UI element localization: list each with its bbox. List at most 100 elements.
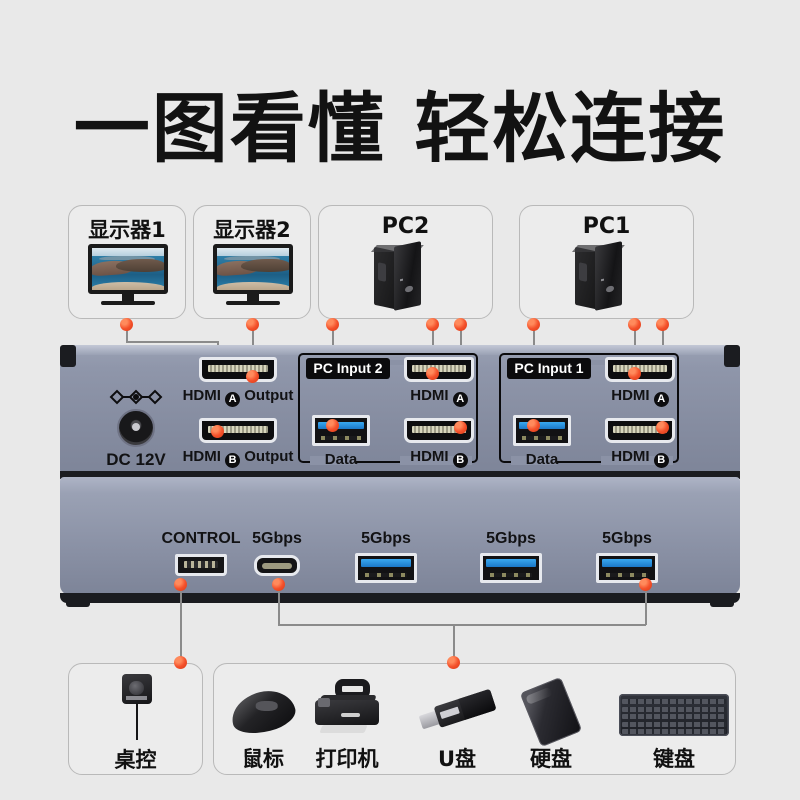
usb-a-port-icon[interactable] — [513, 415, 571, 446]
source-box-monitor1[interactable]: 显示器1 — [68, 205, 186, 319]
connector-dot — [426, 318, 439, 331]
connector-dot — [120, 318, 133, 331]
connector-dot — [326, 318, 339, 331]
hdmi-b-output-suffix: Output — [244, 448, 294, 465]
hdmi-b-output-label: HDMI B Output — [178, 448, 298, 468]
pc-input-2-group — [298, 353, 478, 463]
connector-dot — [426, 367, 439, 380]
dc-power-label: DC 12V — [106, 450, 166, 469]
peripheral-box-control[interactable]: 桌控 — [68, 663, 203, 775]
connector-dot — [527, 419, 540, 432]
device-corner — [724, 345, 740, 367]
hdmi-port-icon[interactable] — [199, 418, 277, 443]
hdmi-a-output-label: HDMI A Output — [178, 387, 298, 407]
connector-dot — [527, 318, 540, 331]
hdmi-port-icon[interactable] — [404, 357, 474, 382]
desktop-tower-icon — [371, 241, 438, 312]
pc-input-2-hdmi-a-prefix: HDMI — [410, 387, 449, 404]
connector-line — [278, 624, 646, 626]
printer-icon — [311, 678, 383, 734]
connector-line — [126, 341, 218, 343]
device-base-shadow — [60, 593, 740, 603]
monitor-icon — [88, 244, 168, 310]
connector-dot — [454, 421, 467, 434]
connector-dot — [246, 370, 259, 383]
pc-input-1-group — [499, 353, 679, 463]
marker-a: A — [225, 392, 241, 407]
keyboard-icon — [619, 694, 729, 736]
pc-input-1-hdmi-a-prefix: HDMI — [611, 387, 650, 404]
device-corner — [60, 345, 76, 367]
connector-dot — [174, 578, 187, 591]
source-box-monitor2[interactable]: 显示器2 — [193, 205, 311, 319]
connector-line — [278, 584, 280, 625]
group-border-mask — [601, 456, 673, 465]
connector-dot — [656, 318, 669, 331]
usb-c-port-icon[interactable] — [254, 555, 300, 576]
monitor-icon — [213, 244, 293, 310]
group-border-mask — [310, 456, 356, 465]
marker-a: A — [452, 392, 468, 407]
pc-input-1-badge: PC Input 1 — [507, 358, 591, 379]
peripheral-label-control: 桌控 — [114, 748, 157, 772]
connector-dot — [326, 419, 339, 432]
connector-dot — [656, 421, 669, 434]
dc-barrel-jack-icon[interactable] — [117, 409, 155, 447]
connector-line — [126, 325, 128, 341]
connector-dot — [628, 318, 641, 331]
pc-input-1-hdmi-b-label: HDMI B — [597, 448, 683, 468]
source-box-pc1[interactable]: PC1 — [519, 205, 694, 319]
connector-dot — [639, 578, 652, 591]
usb-a-port-icon[interactable] — [312, 415, 370, 446]
group-border-mask — [400, 456, 472, 465]
pc-input-2-hdmi-b-label: HDMI B — [396, 448, 482, 468]
peripheral-label-keyboard: 键盘 — [653, 747, 695, 771]
hdmi-b-output-prefix: HDMI — [182, 448, 221, 465]
polarity-symbol-icon — [109, 389, 163, 405]
device-foot — [66, 597, 90, 607]
page-title: 一图看懂 轻松连接 — [73, 84, 727, 173]
desk-controller-icon — [113, 674, 161, 740]
control-port-label: CONTROL — [161, 530, 241, 547]
pc-input-1-hdmi-a-label: HDMI A — [597, 387, 683, 407]
desktop-tower-icon — [572, 241, 639, 312]
source-label-pc1: PC1 — [582, 214, 631, 239]
peripheral-label-mouse: 鼠标 — [242, 747, 284, 771]
connector-dot — [211, 425, 224, 438]
source-label-monitor2: 显示器2 — [213, 218, 291, 242]
usb-a-port-label-2: 5Gbps — [486, 530, 536, 547]
connector-dot — [246, 318, 259, 331]
mini-usb-port-icon[interactable] — [175, 554, 227, 576]
connector-dot — [272, 578, 285, 591]
group-border-mask — [511, 456, 557, 465]
hdmi-a-output-prefix: HDMI — [182, 387, 221, 404]
usb-a-port-icon[interactable] — [355, 553, 417, 583]
pc-input-2-data-label: Data — [324, 451, 358, 468]
marker-b: B — [452, 453, 468, 468]
peripheral-label-hard-drive: 硬盘 — [530, 747, 572, 771]
connector-line — [453, 624, 455, 662]
connector-line — [645, 584, 647, 625]
marker-a: A — [653, 392, 669, 407]
hdmi-a-output-suffix: Output — [244, 387, 294, 404]
pc-input-2-hdmi-b-prefix: HDMI — [410, 448, 449, 465]
usb-a-port-label-3: 5Gbps — [602, 530, 652, 547]
device-panel-gap — [60, 471, 740, 479]
peripheral-label-usb-drive: U盘 — [437, 747, 477, 771]
marker-b: B — [653, 453, 669, 468]
connector-line — [180, 584, 182, 662]
usb-a-port-icon[interactable] — [480, 553, 542, 583]
usb-a-port-label-1: 5Gbps — [361, 530, 411, 547]
peripheral-label-printer: 打印机 — [315, 747, 379, 771]
connector-dot — [174, 656, 187, 669]
connector-dot — [628, 367, 641, 380]
connector-dot — [447, 656, 460, 669]
source-box-pc2[interactable]: PC2 — [318, 205, 493, 319]
pc-input-1-hdmi-b-prefix: HDMI — [611, 448, 650, 465]
device-foot — [710, 597, 734, 607]
pc-input-2-hdmi-a-label: HDMI A — [396, 387, 482, 407]
source-label-pc2: PC2 — [381, 214, 430, 239]
usb-c-port-label: 5Gbps — [252, 530, 302, 547]
pc-input-1-data-label: Data — [525, 451, 559, 468]
hdmi-port-icon[interactable] — [199, 357, 277, 382]
